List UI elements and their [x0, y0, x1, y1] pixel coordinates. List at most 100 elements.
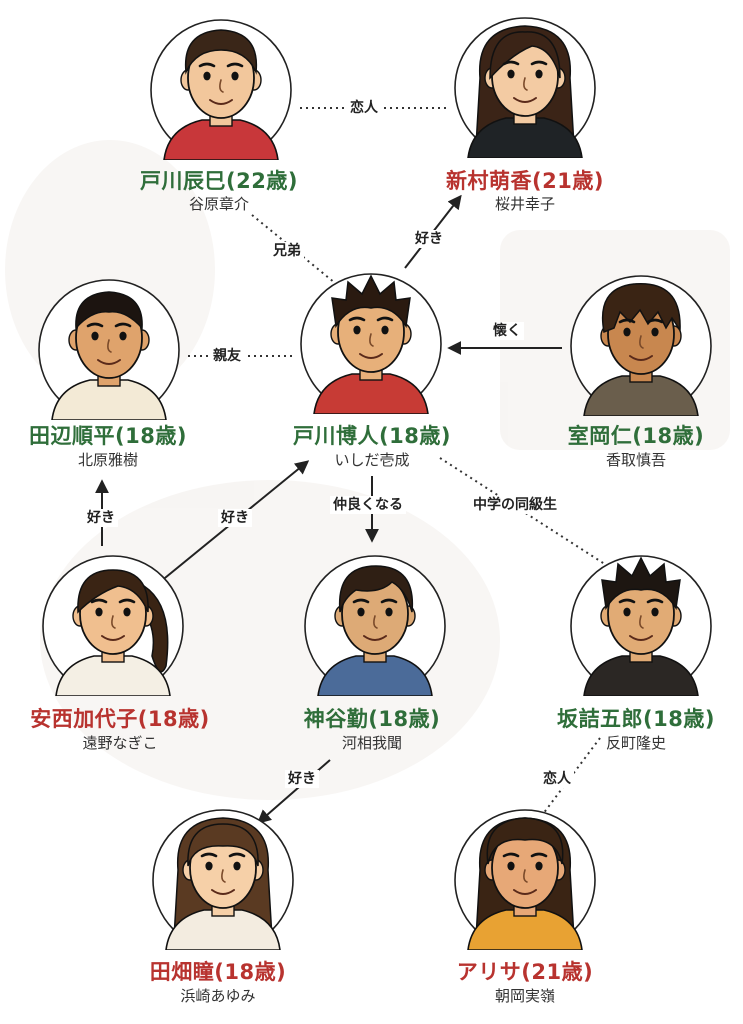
eye-right — [651, 327, 659, 337]
shirt — [51, 379, 167, 420]
eye-right — [123, 607, 131, 617]
actor-goro: 反町隆史 — [605, 734, 666, 752]
eyebrow-right — [118, 598, 136, 604]
name-kayoko: 安西加代子(18歳) — [30, 707, 210, 731]
nose — [373, 615, 378, 629]
nose — [523, 869, 528, 883]
nose — [523, 77, 528, 91]
relation-label-kayoko-junpei: 好き — [84, 509, 118, 527]
name-jin: 室岡仁(18歳) — [567, 424, 705, 448]
eyebrow-right — [228, 852, 246, 858]
portrait-goro — [570, 555, 712, 696]
hair — [601, 556, 681, 611]
hair — [187, 823, 259, 867]
eyebrow-right — [530, 60, 548, 66]
actor-hiroto: いしだ壱成 — [334, 451, 410, 469]
eyebrow-right — [646, 598, 664, 604]
relation-label-isamu-hitomi: 好き — [285, 770, 319, 788]
portrait-figure — [165, 817, 281, 950]
actor-isamu: 河相我聞 — [341, 734, 402, 752]
shirt — [313, 373, 429, 414]
eye-right — [651, 607, 659, 617]
eye-right — [119, 331, 127, 341]
eye-left — [357, 607, 365, 617]
name-hitomi: 田畑瞳(18歳) — [149, 960, 287, 984]
link-classmates — [439, 457, 615, 571]
relation-label-likes-moeka: 好き — [412, 230, 446, 248]
eyebrow-left — [352, 598, 370, 604]
portrait-tatsumi — [150, 19, 292, 160]
eyebrow-left — [198, 62, 216, 68]
eyebrow-left — [502, 852, 520, 858]
actor-hitomi: 浜崎あゆみ — [180, 987, 256, 1005]
mouth — [101, 635, 125, 641]
relation-label-admires: 懐く — [490, 322, 524, 340]
portrait-figure — [317, 565, 433, 696]
portrait-junpei — [38, 279, 180, 420]
actor-jin: 香取慎吾 — [605, 451, 666, 469]
hair — [184, 29, 258, 75]
portrait-figure — [55, 569, 171, 696]
nose — [111, 615, 116, 629]
shirt — [163, 119, 279, 160]
mouth — [629, 635, 653, 641]
eye-right — [385, 607, 393, 617]
eyebrow-right — [114, 322, 132, 328]
portrait-hitomi — [152, 809, 294, 950]
eyebrow-left — [618, 598, 636, 604]
name-goro: 坂詰五郎(18歳) — [557, 707, 715, 731]
eyebrow-left — [502, 60, 520, 66]
portrait-figure — [163, 29, 279, 160]
name-moeka: 新村萌香(21歳) — [446, 169, 604, 193]
portrait-figure — [467, 25, 583, 158]
eye-left — [95, 607, 103, 617]
mouth — [363, 635, 387, 641]
portrait-kayoko — [42, 555, 184, 696]
eyebrow-right — [376, 316, 394, 322]
nose — [369, 333, 374, 347]
eyebrow-right — [646, 318, 664, 324]
eye-left — [507, 69, 515, 79]
actor-junpei: 北原雅樹 — [77, 451, 138, 469]
portrait-figure — [583, 556, 699, 696]
name-arisa: アリサ(21歳) — [456, 960, 594, 984]
name-tatsumi: 戸川辰巳(22歳) — [140, 169, 298, 193]
name-hiroto: 戸川博人(18歳) — [293, 424, 451, 448]
relation-label-brothers: 兄弟 — [270, 242, 304, 260]
relation-label-become-friends: 仲良くなる — [330, 496, 406, 514]
mouth — [211, 889, 235, 895]
name-junpei: 田辺順平(18歳) — [29, 424, 187, 448]
nose — [107, 339, 112, 353]
portrait-moeka — [454, 17, 596, 158]
name-isamu: 神谷勤(18歳) — [303, 707, 441, 731]
eye-left — [203, 71, 211, 81]
actor-arisa: 朝岡実嶺 — [494, 987, 555, 1005]
mouth — [513, 97, 537, 103]
nose — [639, 615, 644, 629]
portrait-figure — [467, 817, 583, 950]
shirt — [165, 909, 281, 950]
relation-label-best-friends: 親友 — [210, 347, 244, 365]
eyebrow-left — [90, 598, 108, 604]
eye-left — [507, 861, 515, 871]
relation-label-classmates: 中学の同級生 — [470, 496, 560, 514]
portrait-isamu — [304, 555, 446, 696]
eye-right — [535, 861, 543, 871]
eye-left — [623, 607, 631, 617]
eye-right — [233, 861, 241, 871]
relation-label-kayoko-hiroto: 好き — [218, 509, 252, 527]
mouth — [359, 353, 383, 359]
portrait-figure — [583, 282, 699, 416]
actor-kayoko: 遠野なぎこ — [82, 734, 158, 752]
hair — [77, 569, 149, 614]
mouth — [209, 99, 233, 105]
eyebrow-left — [200, 852, 218, 858]
eyebrow-left — [348, 316, 366, 322]
actor-tatsumi: 谷原章介 — [188, 195, 249, 213]
portrait-hiroto — [300, 273, 442, 414]
eyebrow-right — [380, 598, 398, 604]
eyebrow-left — [618, 318, 636, 324]
portrait-figure — [51, 291, 167, 420]
portrait-figure — [313, 274, 429, 414]
